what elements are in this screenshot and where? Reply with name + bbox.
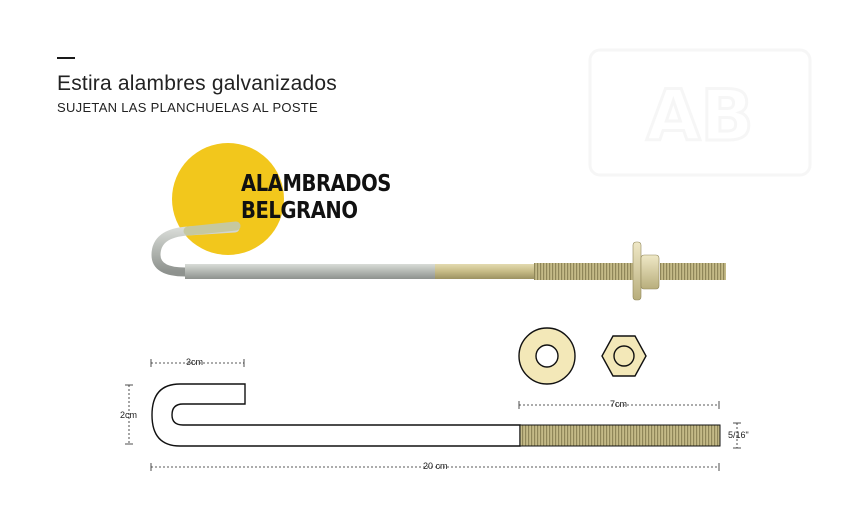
brand-line-2: BELGRANO [241, 198, 358, 224]
dim-total-length: 20 cm [423, 461, 448, 471]
title-dash [57, 57, 75, 59]
watermark-logo: AB [588, 48, 812, 177]
dim-hook-height: 2cm [120, 410, 138, 420]
dim-hook-width: 3cm [186, 357, 204, 367]
page-title: Estira alambres galvanizados [57, 72, 337, 95]
brand-line-1: ALAMBRADOS [241, 171, 391, 197]
dim-diameter: 5/16" [728, 430, 749, 440]
page-subtitle: SUJETAN LAS PLANCHUELAS AL POSTE [57, 100, 319, 115]
washer-icon [518, 327, 576, 385]
hex-nut-icon [601, 335, 647, 377]
brand-circle [172, 143, 284, 255]
dim-thread-length: 7cm [610, 399, 628, 409]
brand-logo: ALAMBRADOS BELGRANO [241, 171, 391, 225]
svg-text:AB: AB [646, 75, 754, 157]
